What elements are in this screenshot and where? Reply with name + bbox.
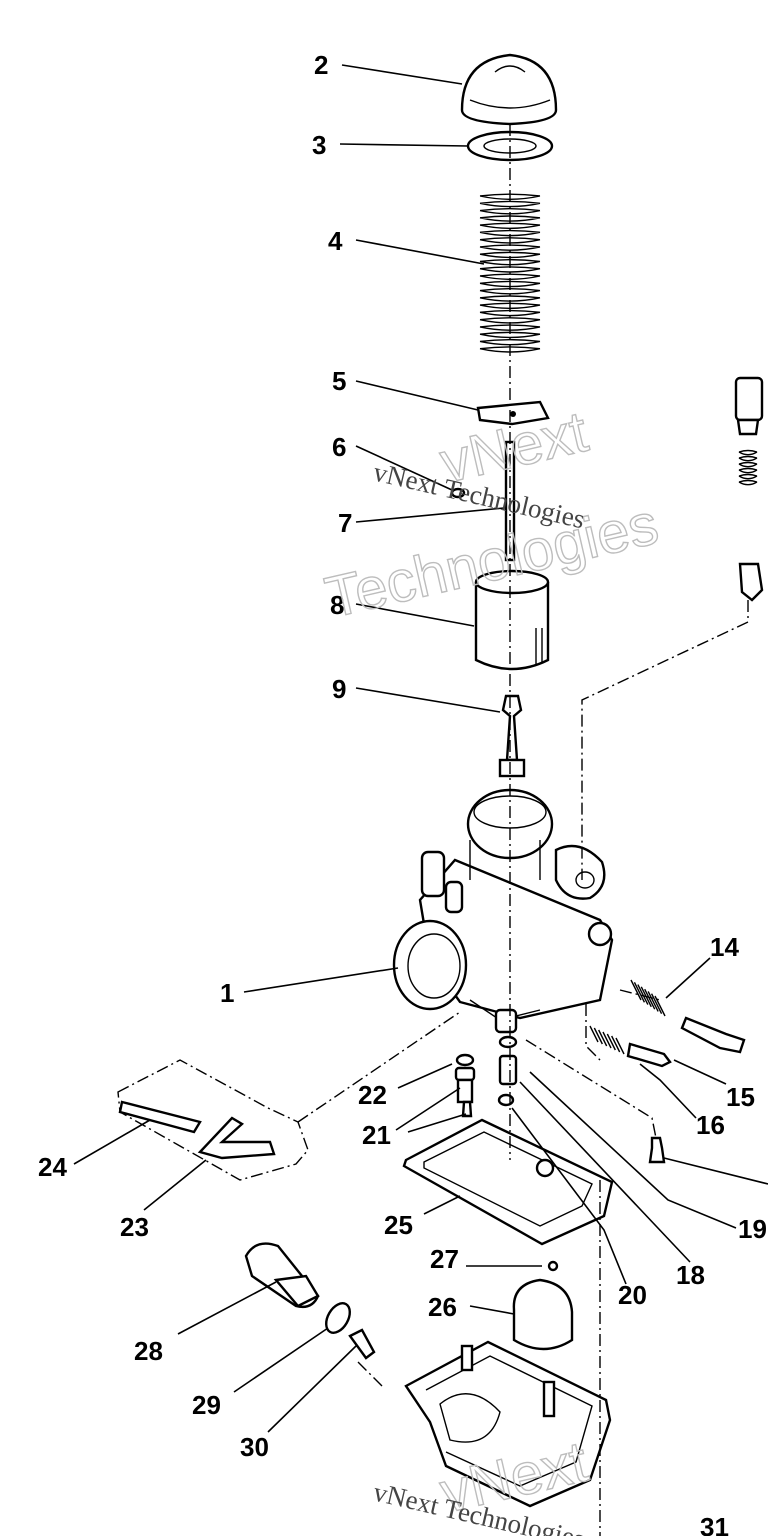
part-clip — [450, 487, 466, 499]
part-label-6: 6 — [332, 432, 346, 462]
part-label-2: 2 — [314, 50, 328, 80]
part-float-valve — [348, 1328, 376, 1360]
part-throttle-slide — [474, 569, 550, 671]
part-label-27: 27 — [430, 1244, 459, 1274]
part-label-1: 1 — [220, 978, 234, 1008]
part-retainer-plate — [476, 400, 550, 426]
part-float-arm — [117, 1059, 309, 1181]
part-label-25: 25 — [384, 1210, 413, 1240]
part-label-19: 19 — [738, 1214, 767, 1244]
part-label-4: 4 — [328, 226, 343, 256]
part-label-9: 9 — [332, 674, 346, 704]
part-air-screw — [589, 1025, 672, 1068]
part-idle-screw — [630, 979, 746, 1054]
part-label-29: 29 — [192, 1390, 221, 1420]
part-pilot-jet — [648, 1136, 666, 1164]
part-needle-jet — [498, 694, 526, 778]
part-sealing-washer — [325, 1302, 351, 1334]
part-cap — [460, 53, 558, 126]
part-fuel-inlet — [734, 376, 764, 602]
part-label-3: 3 — [312, 130, 326, 160]
part-label-26: 26 — [428, 1292, 457, 1322]
part-label-16: 16 — [696, 1110, 725, 1140]
part-label-22: 22 — [358, 1080, 387, 1110]
part-banjo-bolt — [244, 1242, 320, 1309]
part-label-7: 7 — [338, 508, 352, 538]
part-label-20: 20 — [618, 1280, 647, 1310]
part-label-8: 8 — [330, 590, 344, 620]
part-label-30: 30 — [240, 1432, 269, 1462]
part-main-jet-stack — [454, 1035, 518, 1118]
part-float-gasket — [402, 1118, 614, 1246]
part-label-14: 14 — [710, 932, 739, 962]
part-carburetor-body — [392, 788, 614, 1034]
part-label-24: 24 — [38, 1152, 67, 1182]
part-label-23: 23 — [120, 1212, 149, 1242]
part-label-21: 21 — [362, 1120, 391, 1150]
part-label-31: 31 — [700, 1512, 729, 1536]
part-label-28: 28 — [134, 1336, 163, 1366]
part-label-5: 5 — [332, 366, 346, 396]
part-label-18: 18 — [676, 1260, 705, 1290]
part-float — [512, 1260, 574, 1351]
part-float-bowl — [404, 1340, 612, 1508]
part-label-15: 15 — [726, 1082, 755, 1112]
